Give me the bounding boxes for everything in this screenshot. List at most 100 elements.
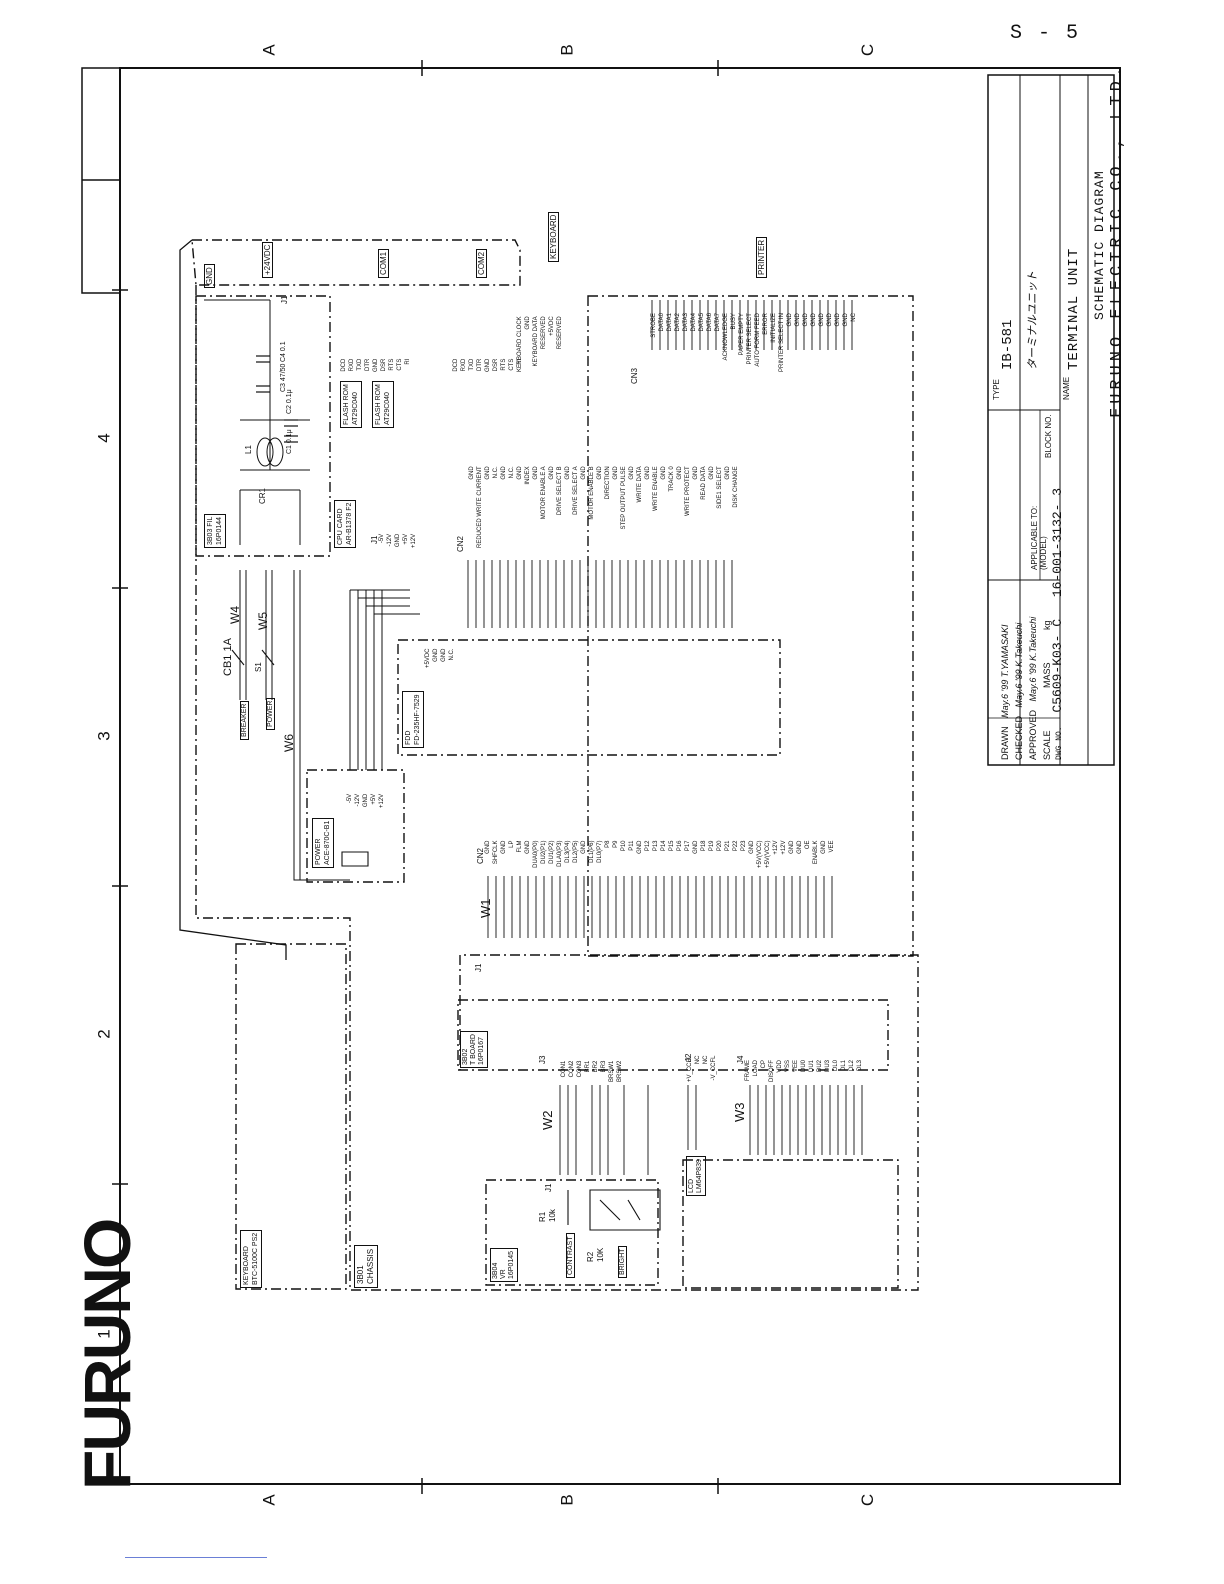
com2-pin-label: GND — [485, 358, 491, 372]
lcd-cn2-pin-label: DL3(P4) — [565, 840, 571, 863]
checked-label: CHECKED — [1014, 715, 1024, 760]
w2-w3-bus — [559, 1085, 863, 1175]
lcd-cn2-pin-label: DL0(P7) — [597, 840, 603, 863]
vr-board-id: 3B04 — [492, 1262, 499, 1279]
keyboard-pin-label: KEYBOARD CLOCK — [517, 316, 523, 372]
power-j1-pin-label: +5V — [403, 533, 409, 545]
c1-label: C1 0.1μ — [286, 429, 293, 454]
fdd-cn2-pin-label: GND — [725, 466, 731, 480]
j4-pin-label: DISOFF — [769, 1060, 775, 1082]
com2-pin-label: RTS — [501, 358, 507, 371]
lcd-box — [682, 1159, 899, 1289]
tboard-id: 3B02 — [462, 1048, 469, 1065]
furuno-logo: FURUNO — [70, 1220, 144, 1490]
lcd-cn2-pin-label: GND — [797, 840, 803, 854]
j3-pin-label: BR2 — [593, 1060, 599, 1073]
contrast-box: CONTRAST — [566, 1233, 575, 1278]
r1-value: 10k — [548, 1209, 557, 1222]
power-j1-pin-label: GND — [363, 793, 369, 808]
j3-pin-label: BRSW1 — [609, 1060, 615, 1082]
printer-pin-label: DATA7 — [715, 313, 721, 332]
c4-label: C4 0.1 — [280, 341, 287, 362]
c3-ref: C3 — [280, 383, 287, 392]
fdd-cn2-pin-label: WRITE PROTECT — [685, 466, 691, 516]
chassis-block: 3B01 CHASSIS — [354, 1244, 378, 1288]
printer-pin-label: GND — [827, 313, 833, 327]
j4-pin-label: VEE — [793, 1060, 799, 1073]
lcd-cn2-pin-label: P16 — [677, 840, 683, 852]
com1-pin-label: DSR — [381, 358, 387, 372]
c1-ref: C1 — [286, 445, 293, 454]
gnd-box: GND — [204, 264, 215, 288]
printer-pin-label: ERROR — [763, 313, 769, 335]
printer-pin-label: INITIALIZE — [771, 313, 777, 343]
lcd-label: LCD — [688, 1178, 695, 1193]
fdd-cn2-pin-label: REDUCED WRITE CURRENT — [477, 466, 483, 548]
printer-pin-label: STROBE — [651, 313, 657, 338]
fdd-cn2-pin-label: GND — [645, 466, 651, 480]
com2-pin-label: DSR — [493, 358, 499, 372]
printer-pin-label: DATA6 — [707, 313, 713, 332]
printer-box: PRINTER — [756, 236, 767, 278]
printer-pin-label: PRINTER SELECT IN — [779, 313, 785, 372]
keyboard-unit-label: KEYBOARD — [243, 1246, 250, 1285]
printer-pin-label: AUTO FORM FEED — [755, 313, 761, 367]
printer-pin-label: DATA4 — [691, 313, 697, 332]
j4-pin-label: DL3 — [857, 1060, 863, 1072]
approved-signature: May.6 '99 K.Takeuchi — [1028, 616, 1038, 702]
fdd-cn2-pin-label: GND — [629, 466, 635, 480]
j4-pin-label: FRAME — [745, 1060, 751, 1081]
switch-symbols — [231, 649, 661, 1231]
printer-pin-label: NC — [851, 313, 857, 322]
keyboard-pin-label: +5VDC — [549, 316, 555, 336]
j4-pin-label: DU1 — [809, 1060, 815, 1073]
fdd-cn2-pin-label: STEP OUTPUT PULSE — [621, 466, 627, 530]
cpu-card-label: CPU CARD — [337, 508, 344, 545]
chassis-outline — [195, 285, 919, 1291]
doc-number: 16-001-3132- 3 — [1050, 487, 1065, 598]
flash-rom-1-part: AT29C040 — [352, 392, 359, 425]
approved-row: APPROVED May.6 '99 K.Takeuchi — [1028, 617, 1038, 760]
r1-ref: R1 — [538, 1211, 547, 1222]
tboard-block: 3B02 T BOARD 16P0167 — [460, 1031, 488, 1068]
power-harness — [204, 299, 420, 881]
lcd-cn2-pin-label: SHFCLK — [493, 840, 499, 865]
vr-board-block: 3B04 VR 16P0145 — [490, 1247, 518, 1282]
j4-pin-label: CP — [761, 1060, 767, 1069]
w3-label: W3 — [732, 1102, 747, 1123]
fdd-power-pin-label: +5VDC — [425, 648, 431, 668]
fdd-block: FDD FD-235HF-7529 — [402, 691, 424, 748]
com1-box: COM1 — [378, 248, 389, 278]
flash-rom-1-label: FLASH ROM — [343, 384, 350, 425]
lcd-cn2-pin-label: GND — [693, 840, 699, 854]
vr-board-box — [485, 1179, 659, 1286]
type-value: IB-581 — [1000, 319, 1016, 370]
fdd-cn2-pin-label: N.C. — [493, 466, 499, 479]
chassis-top — [191, 239, 521, 286]
com2-pin-label: DCD — [453, 358, 459, 372]
fdd-cn2-pin-label: GND — [469, 466, 475, 480]
fdd-power-pin-label: GND — [441, 648, 447, 662]
flash-rom-1: FLASH ROM AT29C040 — [340, 381, 362, 428]
fdd-cn2-pin-label: GND — [677, 466, 683, 480]
name-japanese: ターミナルユニット — [1027, 271, 1039, 370]
vr-board-part: 16P0145 — [508, 1250, 515, 1279]
lcd-cn2-pin-label: DL1(P6) — [589, 840, 595, 863]
j4-pin-label: DL0 — [833, 1060, 839, 1072]
j4-pin-label: DU2 — [817, 1060, 823, 1073]
printer-pin-label: GND — [819, 313, 825, 327]
lcd-cn2-pin-label: P19 — [709, 840, 715, 852]
fdd-cn2-pin-label: WRITE ENABLE — [653, 466, 659, 512]
tboard-part: 16P0167 — [478, 1036, 485, 1065]
lcd-cn2-pin-label: GND — [821, 840, 827, 854]
block-no-label: BLOCK NO. — [1044, 414, 1053, 458]
fdd-cn2-pin-label: GND — [693, 466, 699, 480]
cr1-label: CR1 — [258, 487, 267, 504]
w4-label: W4 — [228, 606, 242, 624]
j2-pin-label: NC — [703, 1055, 709, 1065]
